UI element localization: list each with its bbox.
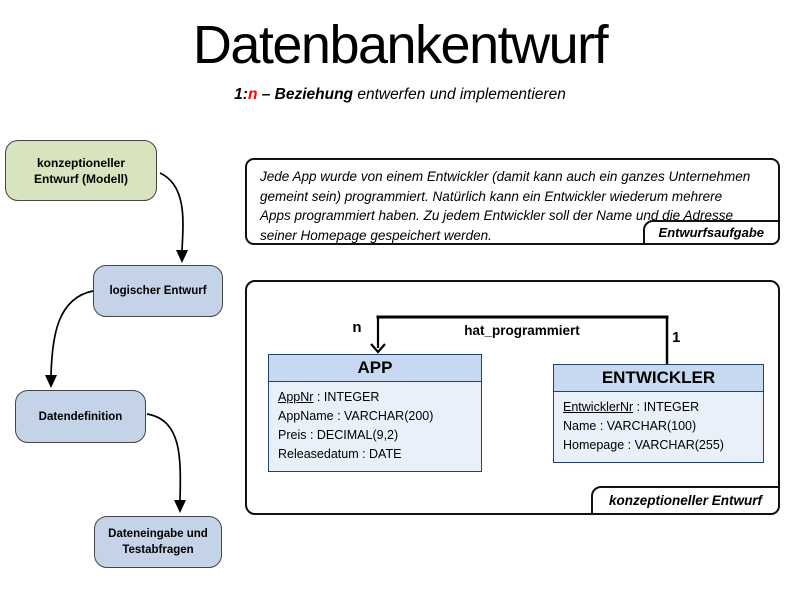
page-title: Datenbankentwurf xyxy=(192,15,609,75)
subtitle-normal-tail: entwerfen und implementieren xyxy=(353,86,566,103)
cardinality-n: n xyxy=(352,319,362,336)
flow-step-label: Datendefinition xyxy=(38,410,123,423)
attribute-row: Releasedatum : DATE xyxy=(278,445,472,464)
attribute-name: Name xyxy=(563,419,597,433)
flow-step-konzeptioneller-entwurf: konzeptioneller Entwurf (Modell) xyxy=(5,140,157,201)
task-tag: Entwurfsaufgabe xyxy=(642,220,780,245)
flow-step-dateneingabe: Dateneingabe und Testabfragen xyxy=(94,516,222,568)
attribute-type: : DATE xyxy=(358,447,402,461)
entity-title: APP xyxy=(269,355,481,382)
attribute-name: Releasedatum xyxy=(278,447,359,461)
subtitle-bold-tail: – Beziehung xyxy=(257,86,354,103)
task-text-line: Apps programmiert haben. Zu jedem Entwic… xyxy=(260,208,733,223)
flow-step-datendefinition: Datendefinition xyxy=(15,390,146,443)
attribute-row: AppNr : INTEGER xyxy=(278,388,472,407)
connector-arrowhead xyxy=(370,343,386,354)
attribute-name: Homepage xyxy=(563,438,625,452)
task-text-line: seiner Homepage gespeichert werden. xyxy=(260,227,492,243)
task-text-line: gemeint sein) programmiert. Natürlich ka… xyxy=(260,188,723,204)
arrow-step3 xyxy=(146,413,182,502)
attribute-row: Name : VARCHAR(100) xyxy=(563,417,754,436)
page-subtitle: 1:n – Beziehung entwerfen und implementi… xyxy=(0,86,800,104)
attribute-type: : VARCHAR(200) xyxy=(333,409,434,423)
arrow-step1 xyxy=(159,172,184,252)
flow-step-label: konzeptioneller Entwurf (Modell) xyxy=(34,155,128,186)
subtitle-red-n: n xyxy=(247,86,258,103)
attribute-name: AppName xyxy=(278,409,334,423)
relationship-label: hat_programmiert xyxy=(464,323,580,338)
attribute-type: : DECIMAL(9,2) xyxy=(306,428,399,442)
entity-title: ENTWICKLER xyxy=(554,365,763,392)
attribute-primary-key: EntwicklerNr xyxy=(563,400,634,414)
task-text-line: Jede App wurde von einem Entwickler (dam… xyxy=(260,169,751,184)
flow-step-logischer-entwurf: logischer Entwurf xyxy=(93,265,223,317)
arrowhead-step3 xyxy=(174,500,186,513)
flow-step-label: Dateneingabe und Testabfragen xyxy=(108,528,208,556)
attribute-name: Preis xyxy=(278,428,307,442)
task-description-box: Jede App wurde von einem Entwickler (dam… xyxy=(245,158,780,245)
flow-step-label: logischer Entwurf xyxy=(109,285,207,297)
attribute-row: Preis : DECIMAL(9,2) xyxy=(278,426,472,445)
er-tag: konzeptioneller Entwurf xyxy=(590,486,780,515)
task-text: Jede App wurde von einem Entwickler (dam… xyxy=(247,160,778,245)
attribute-type: : VARCHAR(255) xyxy=(624,438,724,452)
subtitle-bold: 1: xyxy=(234,86,248,103)
cardinality-1: 1 xyxy=(672,329,681,346)
attribute-row: AppName : VARCHAR(200) xyxy=(278,407,472,426)
arrowhead-step2 xyxy=(45,375,57,388)
arrow-step2 xyxy=(50,290,94,377)
attribute-primary-key: AppNr xyxy=(278,390,314,404)
attribute-row: EntwicklerNr : INTEGER xyxy=(563,398,754,417)
attribute-type: : VARCHAR(100) xyxy=(596,419,697,433)
attribute-type: : INTEGER xyxy=(313,390,380,404)
attribute-type: : INTEGER xyxy=(633,400,700,414)
arrowhead-step1 xyxy=(176,250,188,263)
er-diagram-box: n 1 hat_programmiert APP AppNr : INTEGER… xyxy=(245,280,780,515)
attribute-row: Homepage : VARCHAR(255) xyxy=(563,436,754,455)
